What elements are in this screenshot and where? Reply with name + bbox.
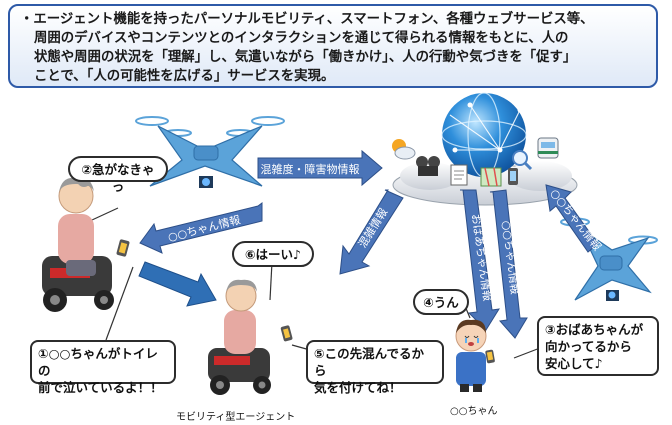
speech-text-2: ②急がなきゃっ — [81, 162, 155, 194]
arrow-child-info-down: ○○ちゃん情報 — [489, 189, 528, 339]
film-icon — [416, 156, 440, 176]
magnifier-icon — [512, 150, 533, 171]
drone-top-left-icon — [135, 116, 285, 188]
speech-bubble-5: ⑤この先混んでるから 気を付けてね！ — [306, 340, 444, 395]
child-crying-icon — [455, 319, 495, 392]
arrow-label-congestion-obstacle: 混雑度・障害物情報 — [261, 162, 360, 176]
arrow-congestion: 混雑情報 — [339, 189, 404, 275]
speech-text-6: ⑥はーい♪ — [244, 247, 302, 262]
speech-text-5b: 気を付けてね！ — [314, 380, 402, 395]
mobility-agent-label: モビリティ型エージェント — [176, 412, 296, 423]
speech-bubble-4: ④うん — [413, 289, 469, 315]
speech-text-5a: ⑤この先混んでるから — [314, 346, 424, 378]
arrow-child-info-right: ○○ちゃん情報 — [545, 184, 604, 253]
map-icon — [480, 167, 502, 187]
speech-text-1b: 前で泣いているよ！！ — [38, 380, 163, 395]
arrow-label-child-info-left: ○○ちゃん情報 — [167, 213, 242, 244]
summary-line-2: 周囲のデバイスやコンテンツとのインタラクションを通じて得られる情報をもとに、人の — [34, 31, 569, 46]
speech-text-3c: 安心して♪ — [545, 356, 603, 371]
summary-line-3: 状態や周囲の状況を「理解」し、気遣いながら「働きかけ」、人の行動や気づきを「促す… — [34, 50, 577, 65]
speech-text-4: ④うん — [423, 295, 459, 310]
summary-text: ・エージェント機能を持ったパーソナルモビリティ、スマートフォン、各種ウェブサービ… — [20, 10, 650, 86]
summary-line-4: ことで、「人の可能性を広げる」サービスを実現。 — [34, 69, 335, 84]
movement-arrow — [138, 261, 217, 307]
child-label: ○○ちゃん — [450, 406, 498, 417]
summary-box — [8, 4, 658, 88]
speech-bubble-3: ③おばあちゃんが 向かってるから 安心して♪ — [537, 316, 659, 376]
arrow-label-child-info-right: ○○ちゃん情報 — [548, 187, 604, 253]
globe-icon — [441, 92, 527, 178]
arrow-congestion-obstacle: 混雑度・障害物情報 — [257, 149, 383, 187]
speech-text-3a: ③おばあちゃんが — [545, 322, 644, 337]
train-icon — [537, 137, 559, 159]
summary-line-1: ・エージェント機能を持ったパーソナルモビリティ、スマートフォン、各種ウェブサービ… — [20, 12, 594, 27]
speech-text-1a: ①○○ちゃんがトイレの — [38, 346, 158, 378]
phone-icon — [508, 168, 518, 185]
speech-bubble-2: ②急がなきゃっ — [68, 156, 168, 194]
document-icon — [450, 164, 468, 186]
speech-bubble-6: ⑥はーい♪ — [232, 241, 314, 267]
grandma-mobility-2-icon — [208, 279, 293, 395]
speech-bubble-1: ①○○ちゃんがトイレの 前で泣いているよ！！ — [30, 340, 176, 395]
weather-icon — [392, 139, 416, 160]
speech-text-3b: 向かってるから — [545, 339, 632, 354]
